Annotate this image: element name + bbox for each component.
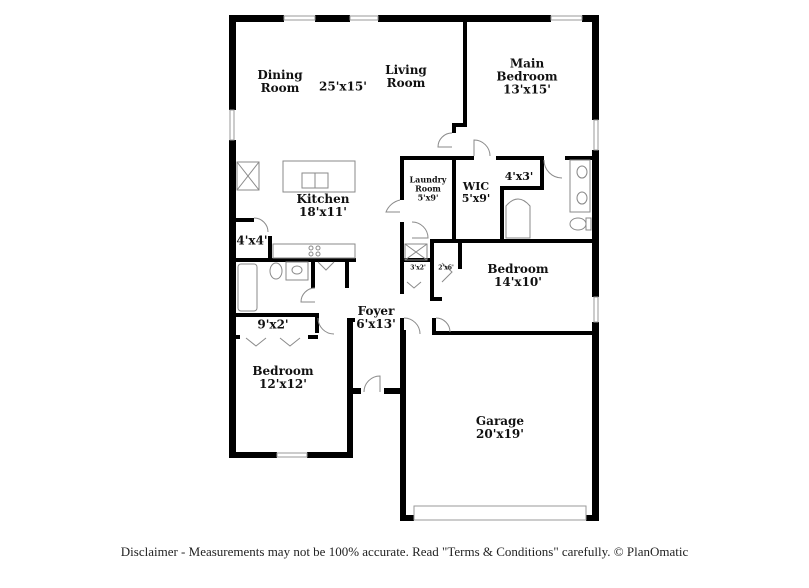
label-main-bedroom: Main Bedroom 13'x15' xyxy=(496,56,558,97)
main-bathtub-icon xyxy=(505,198,531,239)
label-laundry-room: Laundry Room 5'x9' xyxy=(409,174,447,203)
door-hall-bath xyxy=(300,287,316,303)
bifold-hall xyxy=(317,261,335,271)
door-entry xyxy=(363,375,381,393)
label-main-bath-closet: 4'x3' xyxy=(504,170,534,183)
bifold-linen xyxy=(406,281,422,289)
bifold-closet-9x2-a xyxy=(245,337,267,347)
door-laundry xyxy=(385,199,401,213)
door-main-bedroom xyxy=(473,139,491,157)
bath-sink-icon xyxy=(285,261,309,281)
kitchen-counter xyxy=(272,243,356,259)
label-hall-closet: 2'x6' xyxy=(438,264,454,272)
label-closet-9x2: 9'x2' xyxy=(257,317,289,332)
bathtub-icon xyxy=(237,263,258,312)
bifold-closet-9x2-b xyxy=(279,337,301,347)
label-bedroom-2: Bedroom 14'x10' xyxy=(487,262,549,289)
interior-walls xyxy=(234,15,598,339)
exterior-walls xyxy=(229,15,599,521)
door-bedroom2 xyxy=(435,317,451,333)
label-living-dining-dims: 25'x15' xyxy=(319,79,367,94)
label-foyer: Foyer 6'x13' xyxy=(356,304,396,331)
windows xyxy=(229,15,599,521)
bifold-2x6 xyxy=(441,262,453,283)
main-toilet-icon xyxy=(569,217,587,231)
door-bedroom3 xyxy=(317,317,335,335)
label-wic: WIC 5'x9' xyxy=(461,180,491,205)
water-heater-icon xyxy=(404,243,428,261)
kitchen-island xyxy=(282,160,356,193)
doors xyxy=(245,132,563,393)
door-pantry xyxy=(253,217,269,233)
label-living-room: Living Room xyxy=(385,63,427,90)
vanity-icon xyxy=(569,159,591,213)
fixtures xyxy=(236,159,592,312)
label-bedroom-3: Bedroom 12'x12' xyxy=(252,364,314,391)
toilet-icon xyxy=(269,262,283,280)
door-main-bath xyxy=(543,159,563,179)
label-pantry: 4'x4' xyxy=(236,233,268,248)
label-dining-room: Dining Room xyxy=(257,68,303,95)
door-garage xyxy=(403,317,421,335)
label-linen-closet: 3'x2' xyxy=(410,264,426,272)
disclaimer-text: Disclaimer - Measurements may not be 100… xyxy=(120,544,689,559)
label-kitchen: Kitchen 18'x11' xyxy=(296,192,350,219)
door-living xyxy=(437,132,453,148)
refrigerator-icon xyxy=(236,161,260,191)
label-garage: Garage 20'x19' xyxy=(475,414,525,441)
door-linen xyxy=(411,221,429,239)
